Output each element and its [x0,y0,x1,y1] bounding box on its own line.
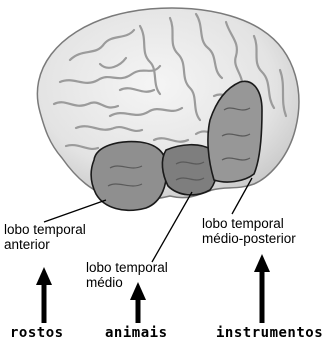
label-anterior-line2: anterior [4,237,86,252]
pointer-anterior [44,200,106,222]
label-medio-posterior-line1: lobo temporal [202,216,296,231]
category-instrumentos: instrumentos [216,325,323,341]
label-medio-line2: médio [86,275,168,290]
label-medio-line1: lobo temporal [86,260,168,275]
arrow-instrumentos [254,254,270,323]
label-medio: lobo temporal médio [86,260,168,290]
label-medio-posterior: lobo temporal médio-posterior [202,216,296,246]
region-anterior [91,142,166,211]
label-anterior: lobo temporal anterior [4,222,86,252]
label-anterior-line1: lobo temporal [4,222,86,237]
label-medio-posterior-line2: médio-posterior [202,231,296,246]
arrow-rostos [36,267,52,323]
category-rostos: rostos [10,325,64,341]
category-animais: animais [105,325,168,341]
pointer-medio [152,192,192,262]
